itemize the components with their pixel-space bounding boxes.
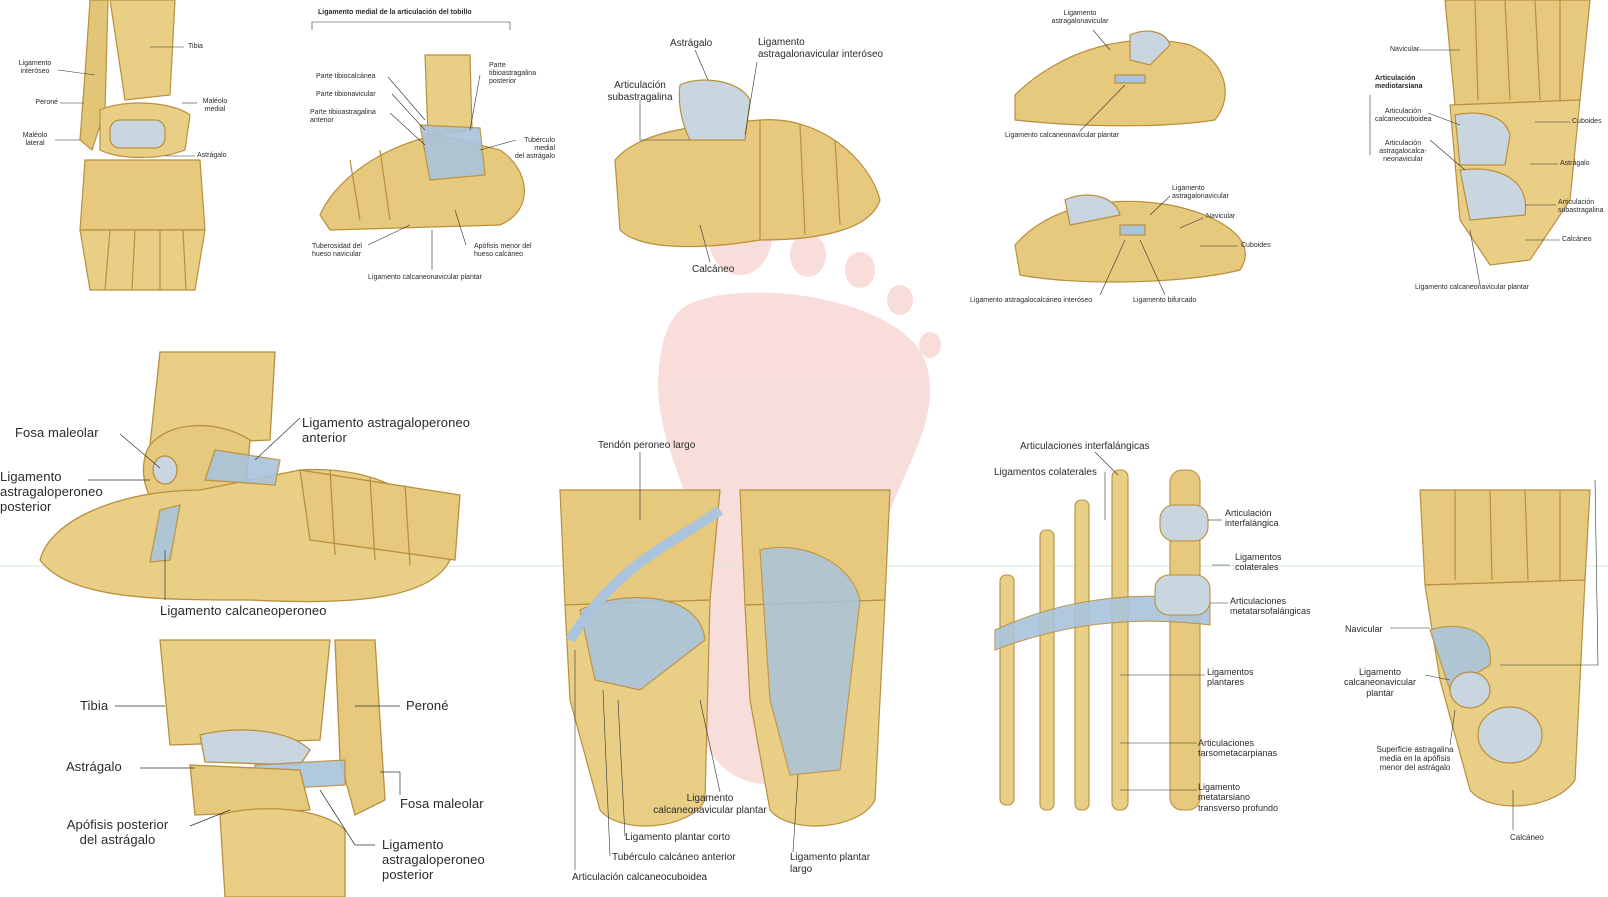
label-calcaneo-p10: Calcáneo [1510, 833, 1544, 842]
label-superficie-astragalina-media: Superficie astragalina media en la apófi… [1360, 745, 1470, 773]
label-navicular-p10: Navicular [1345, 624, 1383, 634]
label-lig-calcaneonavicular-plantar-p10: Ligamento calcaneonavicular plantar [1335, 667, 1425, 698]
